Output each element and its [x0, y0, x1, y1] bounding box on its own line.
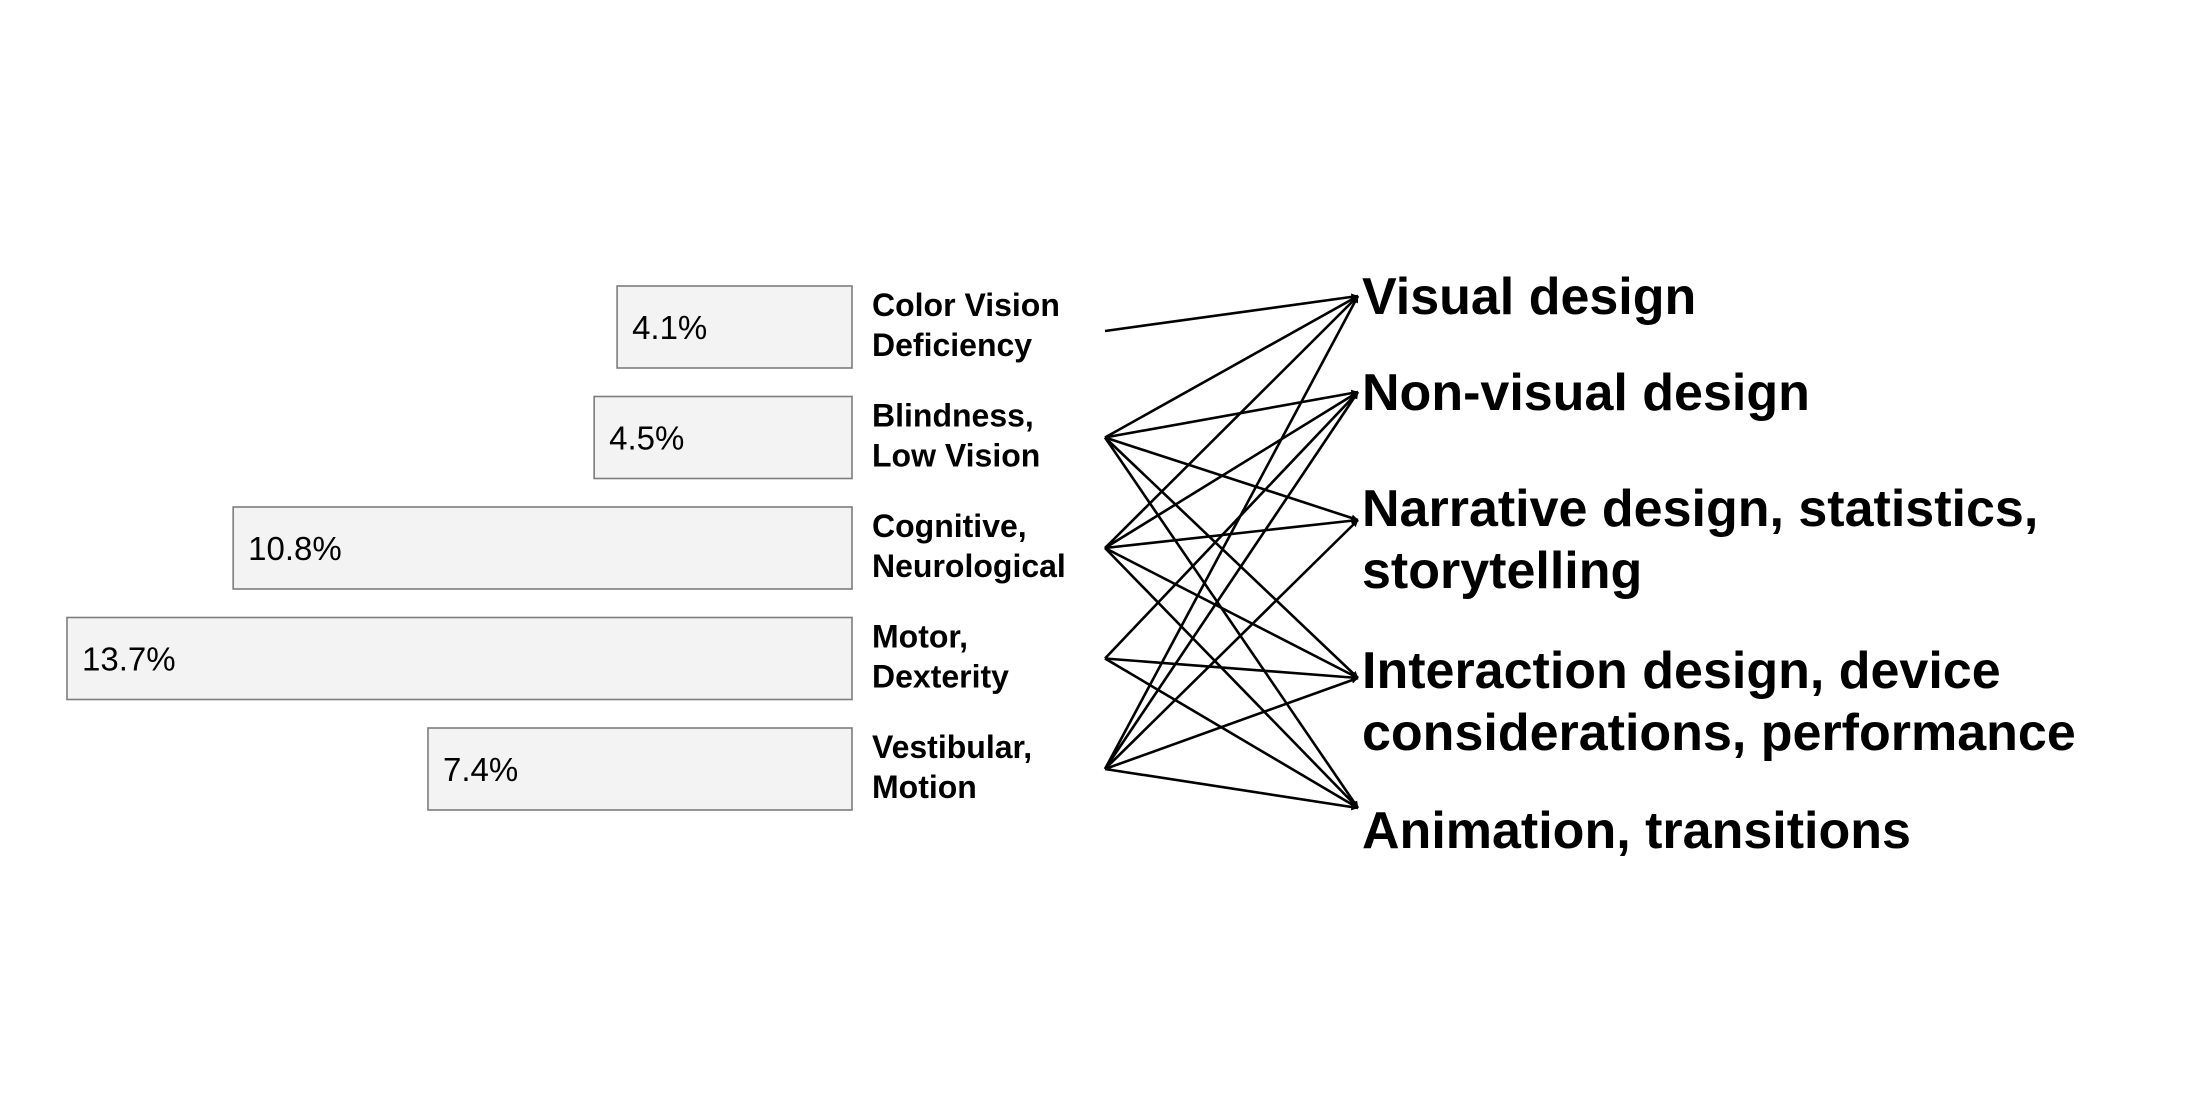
disability-label-ves: Vestibular,Motion — [872, 729, 1032, 805]
arrow-ves-to-visual — [1103, 295, 1360, 770]
bar-blv — [593, 395, 853, 480]
arrow-ves-to-nonvisual — [1103, 391, 1360, 770]
arrow-cvd-to-visual — [1104, 293, 1359, 333]
arrow-ves-to-animation — [1104, 767, 1359, 811]
bar-ves — [427, 727, 853, 811]
bar-cog — [232, 506, 853, 590]
bar-mot — [66, 616, 853, 701]
arrow-ves-to-interaction — [1104, 676, 1359, 771]
disability-label-blv: Blindness,Low Vision — [872, 398, 1040, 474]
arrow-cog-to-animation — [1104, 547, 1359, 809]
topic-label-nonvisual: Non-visual design — [1362, 364, 1810, 422]
topic-label-visual: Visual design — [1362, 268, 1696, 326]
arrow-ves-to-narrative — [1104, 519, 1359, 770]
disability-label-mot: Motor,Dexterity — [872, 619, 1009, 695]
bar-value-label-ves: 7.4% — [443, 751, 518, 788]
bar-value-label-mot: 13.7% — [82, 641, 176, 678]
arrow-mot-to-interaction — [1104, 657, 1359, 681]
arrow-cog-to-nonvisual — [1104, 390, 1359, 550]
arrow-blv-to-narrative — [1104, 436, 1359, 522]
bar-value-label-cog: 10.8% — [248, 530, 342, 567]
disability-label-cog: Cognitive,Neurological — [872, 508, 1066, 584]
topic-label-animation: Animation, transitions — [1362, 802, 1911, 860]
arrow-blv-to-interaction — [1104, 436, 1359, 679]
connection-arrows — [1103, 293, 1360, 811]
bar-value-label-cvd: 4.1% — [632, 309, 707, 346]
arrow-blv-to-nonvisual — [1104, 389, 1359, 439]
arrow-cog-to-visual — [1104, 295, 1359, 549]
arrow-blv-to-visual — [1104, 294, 1359, 439]
topic-label-narrative: Narrative design, statistics,storytellin… — [1362, 480, 2038, 600]
arrow-mot-to-animation — [1104, 657, 1359, 810]
bar-value-label-blv: 4.5% — [609, 420, 684, 457]
arrow-mot-to-nonvisual — [1104, 391, 1359, 660]
bar-cvd — [616, 285, 853, 369]
arrow-cog-to-interaction — [1104, 546, 1359, 680]
arrow-blv-to-animation — [1103, 436, 1360, 809]
prevalence-bars: 4.1% 4.5% 10.8% 13.7% 7.4% — [66, 285, 853, 811]
